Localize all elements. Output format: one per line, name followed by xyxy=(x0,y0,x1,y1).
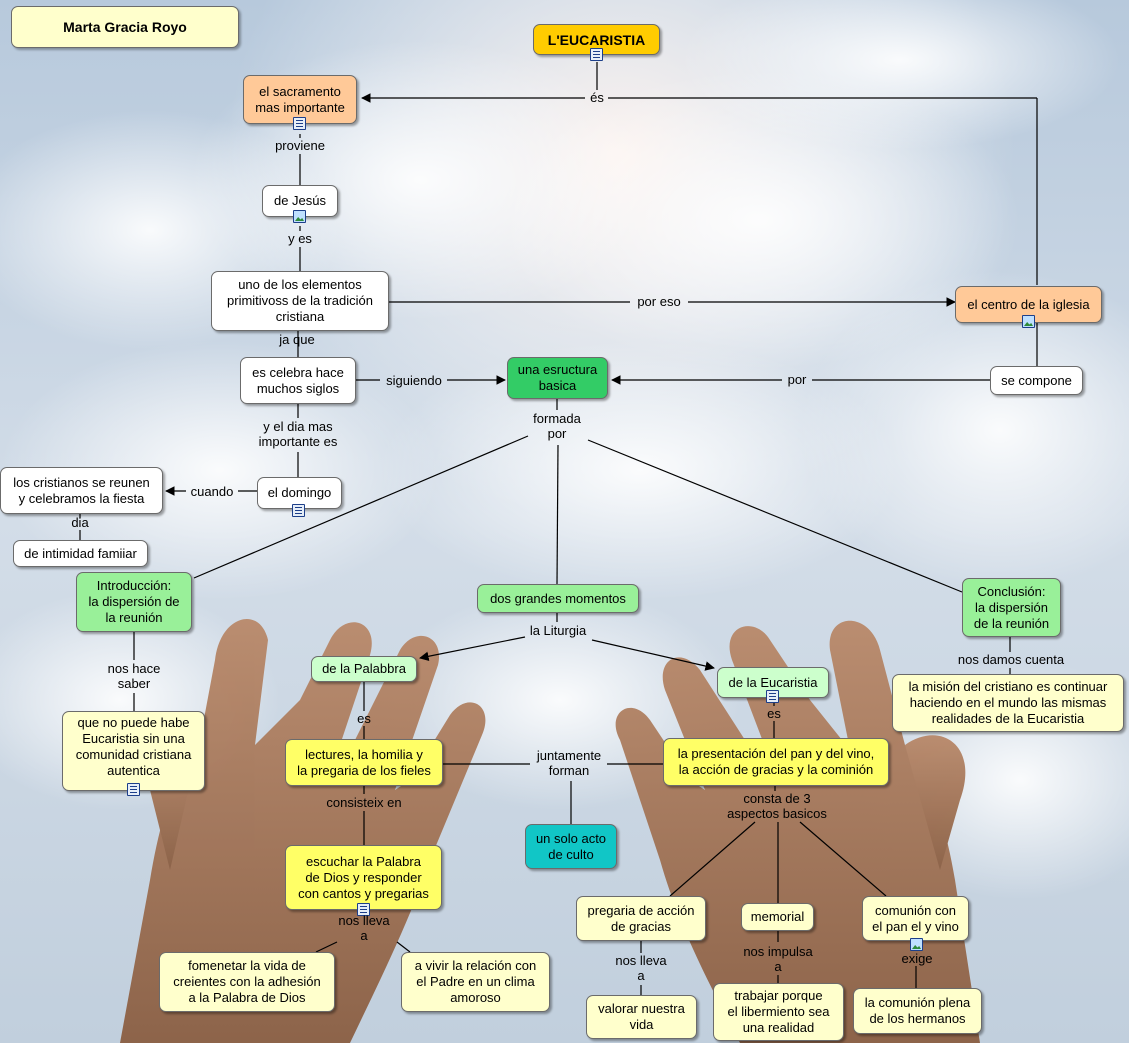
node-de-jesus[interactable]: de Jesús xyxy=(262,185,338,217)
image-icon[interactable] xyxy=(293,210,306,223)
node-intimidad-familiar[interactable]: de intimidad famiiar xyxy=(13,540,148,567)
document-icon[interactable] xyxy=(357,903,370,916)
link-label-ja-que: ja que xyxy=(279,332,315,347)
link-label-y-es: y es xyxy=(288,231,312,246)
node-conclusion[interactable]: Conclusión: la dispersión de la reunión xyxy=(962,578,1061,637)
node-comunion-plena[interactable]: la comunión plena de los hermanos xyxy=(853,988,982,1034)
link-label-es-palabra: es xyxy=(357,711,371,726)
document-icon[interactable] xyxy=(766,690,779,703)
link-label-nos-lleva-a: nos lleva a xyxy=(338,913,390,943)
link-label-por-eso: por eso xyxy=(637,294,681,309)
node-centro-iglesia[interactable]: el centro de la iglesia xyxy=(955,286,1102,323)
node-valorar-vida[interactable]: valorar nuestra vida xyxy=(586,995,697,1039)
link-label-formada-por: formada por xyxy=(533,411,581,441)
link-label-siguiendo: siguiendo xyxy=(386,373,442,388)
link-label-nos-impulsa-a: nos impulsa a xyxy=(743,944,813,974)
node-escuchar-palabra[interactable]: escuchar la Palabra de Dios y responder … xyxy=(285,845,442,910)
link-label-proviene: proviene xyxy=(275,138,325,153)
node-se-compone[interactable]: se compone xyxy=(990,366,1083,395)
node-comunion-pan-vino[interactable]: comunión con el pan el y vino xyxy=(862,896,969,941)
node-sacramento[interactable]: el sacramento mas importante xyxy=(243,75,357,124)
link-label-es-eucaristia: es xyxy=(767,706,781,721)
node-lectures-homilia[interactable]: lectures, la homilia y la pregaria de lo… xyxy=(285,739,443,786)
node-no-puede-haber[interactable]: que no puede habe Eucaristia sin una com… xyxy=(62,711,205,791)
node-estructura-basica[interactable]: una esructura basica xyxy=(507,357,608,399)
node-cristianos-reunen[interactable]: los cristianos se reunen y celebramos la… xyxy=(0,467,163,514)
link-label-la-liturgia: la Liturgia xyxy=(529,623,587,638)
node-de-la-palabbra[interactable]: de la Palabbra xyxy=(311,656,417,682)
link-label-dia: dia xyxy=(71,515,89,530)
link-label-por: por xyxy=(787,372,807,387)
node-dos-grandes-momentos[interactable]: dos grandes momentos xyxy=(477,584,639,613)
image-icon[interactable] xyxy=(910,938,923,951)
node-celebra-siglos[interactable]: es celebra hace muchos siglos xyxy=(240,357,356,404)
document-icon[interactable] xyxy=(127,783,140,796)
node-elementos[interactable]: uno de los elementos primitivoss de la t… xyxy=(211,271,389,331)
link-label-consisteix-en: consisteix en xyxy=(326,795,402,810)
node-memorial[interactable]: memorial xyxy=(741,903,814,931)
node-presentacion-pan-vino[interactable]: la presentación del pan y del vino, la a… xyxy=(663,738,889,786)
link-label-nos-damos-cuenta: nos damos cuenta xyxy=(957,652,1065,667)
document-icon[interactable] xyxy=(293,117,306,130)
link-label-exige: exige xyxy=(901,951,933,966)
document-icon[interactable] xyxy=(590,48,603,61)
node-vivir-relacion-padre[interactable]: a vivir la relación con el Padre en un c… xyxy=(401,952,550,1012)
link-label-cuando: cuando xyxy=(190,484,234,499)
author-name-box: Marta Gracia Royo xyxy=(11,6,239,48)
node-pregaria-accion-gracias[interactable]: pregaria de acción de gracias xyxy=(576,896,706,941)
node-domingo[interactable]: el domingo xyxy=(257,477,342,509)
document-icon[interactable] xyxy=(292,504,305,517)
node-fomenetar-vida[interactable]: fomenetar la vida de creientes con la ad… xyxy=(159,952,335,1012)
link-label-nos-lleva-a-valorar: nos lleva a xyxy=(615,953,667,983)
node-trabajar-libermiento[interactable]: trabajar porque el libermiento sea una r… xyxy=(713,983,844,1041)
link-label-consta-de-3: consta de 3 aspectos basicos xyxy=(727,791,827,821)
node-un-solo-acto[interactable]: un solo acto de culto xyxy=(525,824,617,869)
link-label-dia-mas-importante: y el dia mas importante es xyxy=(258,419,338,449)
node-introduccion[interactable]: Introducción: la dispersión de la reunió… xyxy=(76,572,192,632)
image-icon[interactable] xyxy=(1022,315,1035,328)
link-label-juntamente-forman: juntamente forman xyxy=(536,748,602,778)
node-mision-cristiano[interactable]: la misión del cristiano es continuar hac… xyxy=(892,674,1124,732)
link-label-nos-hace-saber: nos hace saber xyxy=(107,661,161,691)
link-label-es: és xyxy=(590,90,604,105)
